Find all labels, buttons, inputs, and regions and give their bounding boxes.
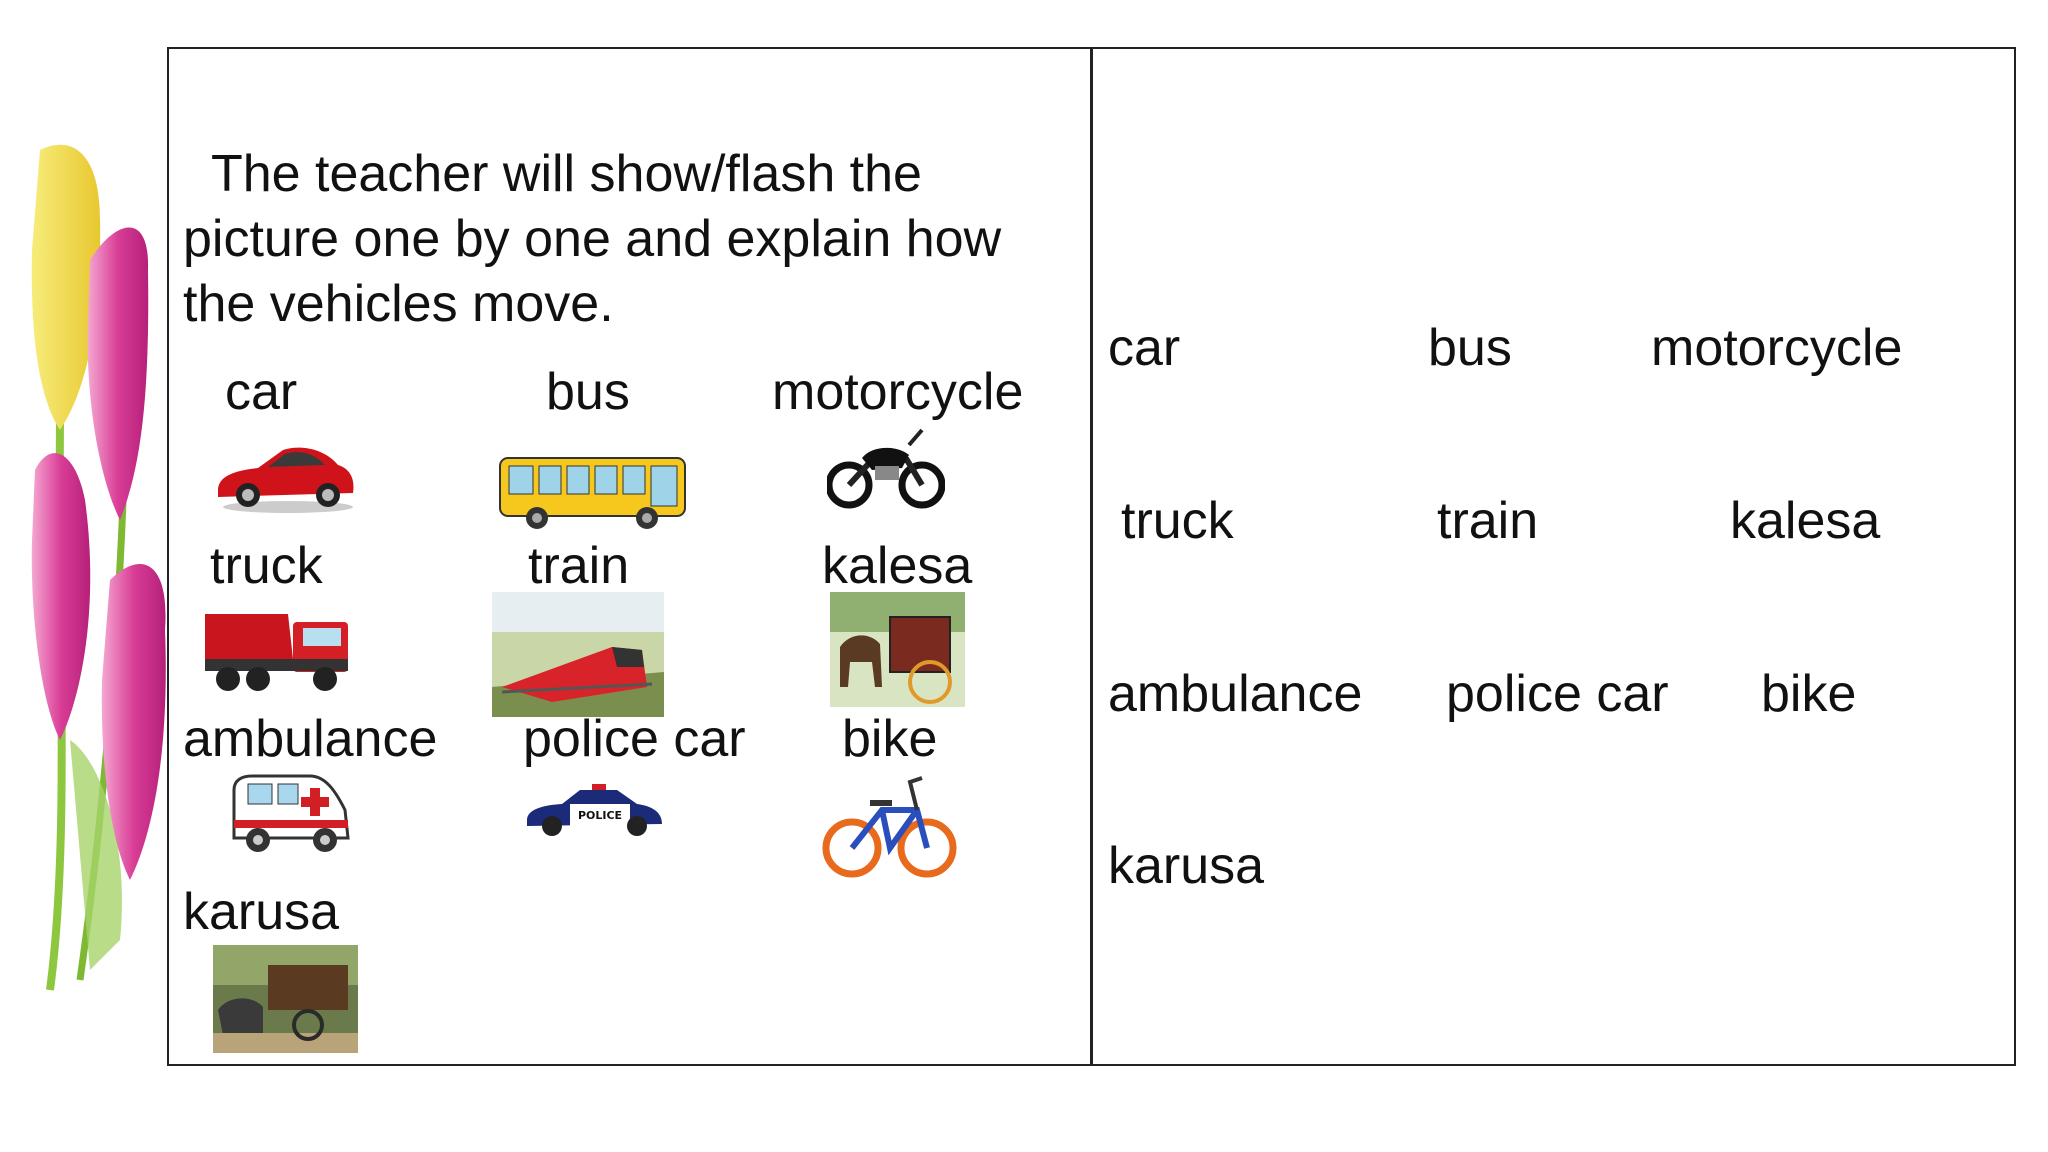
kalesa-image — [830, 592, 965, 707]
ambulance-image — [230, 770, 352, 858]
left-label-karusa: karusa — [183, 883, 340, 941]
train-image — [492, 592, 664, 717]
left-label-police-car: police car — [523, 710, 746, 768]
column-divider — [1090, 47, 1093, 1066]
instruction-line-3: the vehicles move. — [183, 275, 614, 333]
left-label-bus: bus — [546, 363, 630, 421]
karusa-image — [213, 945, 358, 1053]
right-label-kalesa: kalesa — [1730, 492, 1881, 550]
right-label-motorcycle: motorcycle — [1651, 319, 1903, 377]
motorcycle-image — [827, 420, 945, 510]
right-label-truck: truck — [1121, 492, 1234, 550]
instruction-line-2: picture one by one and explain how — [183, 210, 1002, 268]
right-label-bus: bus — [1428, 319, 1512, 377]
truck-image — [203, 604, 353, 696]
left-label-bike: bike — [842, 710, 938, 768]
right-label-car: car — [1108, 319, 1181, 377]
bike-image — [822, 770, 957, 880]
right-label-ambulance: ambulance — [1108, 665, 1363, 723]
instruction-line-1: The teacher will show/flash the — [183, 145, 922, 203]
left-label-motorcycle: motorcycle — [772, 363, 1024, 421]
right-label-police-car: police car — [1446, 665, 1669, 723]
right-label-train: train — [1437, 492, 1539, 550]
right-label-karusa: karusa — [1108, 837, 1265, 895]
left-label-car: car — [225, 363, 298, 421]
tulip-decoration — [30, 140, 180, 1000]
left-label-ambulance: ambulance — [183, 710, 438, 768]
instruction-text: The teacher will show/flash the picture … — [183, 142, 1083, 337]
right-label-bike: bike — [1761, 665, 1857, 723]
bus-image — [497, 452, 692, 532]
left-label-train: train — [528, 537, 630, 595]
car-image — [213, 435, 358, 515]
police-car-image: POLICE — [522, 780, 667, 840]
left-label-truck: truck — [210, 537, 323, 595]
police-sign-text: POLICE — [578, 809, 622, 822]
left-label-kalesa: kalesa — [822, 537, 973, 595]
